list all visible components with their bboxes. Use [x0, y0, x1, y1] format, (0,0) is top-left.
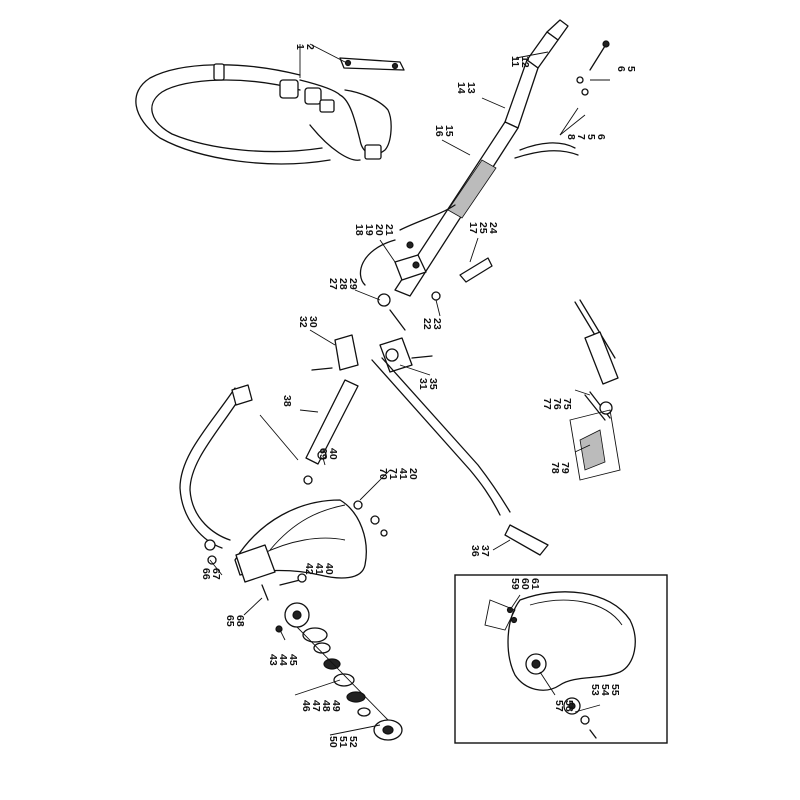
- label-79: 79: [559, 462, 571, 474]
- label-66: 66: [200, 568, 212, 580]
- part-number-labels: 1 2 11 12 6 5 14 13 16 15 8 7 5 6 18 19 …: [200, 44, 637, 748]
- label-2: 2: [304, 44, 316, 50]
- label-7: 7: [575, 134, 587, 140]
- label-23: 23: [431, 318, 443, 330]
- label-76: 76: [551, 398, 563, 410]
- label-20b: 20: [407, 468, 419, 480]
- clamp-assembly-lower: [311, 334, 433, 373]
- label-29: 29: [347, 278, 359, 290]
- label-30: 30: [307, 316, 319, 328]
- label-40b: 40: [323, 563, 335, 575]
- label-68: 68: [234, 615, 246, 627]
- label-5b: 5: [585, 134, 597, 140]
- label-44: 44: [277, 654, 289, 666]
- label-25: 25: [477, 222, 489, 234]
- label-22: 22: [421, 318, 433, 330]
- tool-kit: [569, 299, 621, 481]
- label-55: 55: [609, 684, 621, 696]
- label-14: 14: [455, 82, 467, 94]
- shoulder-harness: [135, 57, 405, 165]
- label-6b: 6: [595, 134, 607, 140]
- label-18: 18: [353, 224, 365, 236]
- label-67: 67: [210, 568, 222, 580]
- label-36: 36: [469, 545, 481, 557]
- label-11: 11: [509, 56, 521, 67]
- label-15: 15: [443, 125, 455, 137]
- main-tube-assembly: [359, 19, 610, 297]
- label-17: 17: [467, 222, 479, 234]
- label-60: 60: [519, 578, 531, 590]
- label-65: 65: [224, 615, 236, 627]
- label-19: 19: [363, 224, 375, 236]
- label-54: 54: [599, 684, 611, 696]
- label-45: 45: [287, 654, 299, 666]
- label-12: 12: [519, 56, 531, 68]
- label-37: 37: [479, 545, 491, 557]
- label-58: 58: [563, 700, 575, 712]
- label-41b: 41: [313, 563, 325, 575]
- label-27: 27: [327, 278, 339, 290]
- label-46: 46: [300, 700, 312, 712]
- label-50: 50: [327, 736, 339, 748]
- label-8: 8: [565, 134, 577, 140]
- label-13: 13: [465, 82, 477, 94]
- label-5a: 5: [625, 66, 637, 72]
- label-21: 21: [383, 224, 395, 236]
- loop-handle: [371, 357, 549, 556]
- label-53: 53: [589, 684, 601, 696]
- lower-shaft: [259, 379, 359, 465]
- label-61: 61: [529, 578, 541, 590]
- label-51: 51: [337, 736, 349, 748]
- label-78: 78: [549, 462, 561, 474]
- label-38: 38: [281, 395, 293, 407]
- label-49: 49: [330, 700, 342, 712]
- label-1: 1: [294, 44, 306, 50]
- label-40a: 40: [327, 448, 339, 460]
- label-43: 43: [267, 654, 279, 666]
- label-52: 52: [347, 736, 359, 748]
- label-69: 69: [317, 448, 329, 460]
- label-75: 75: [561, 398, 573, 410]
- inset-shield: [484, 591, 636, 739]
- label-59: 59: [509, 578, 521, 590]
- inset-frame: [454, 574, 668, 744]
- label-31: 31: [417, 378, 429, 390]
- label-57: 57: [553, 700, 565, 712]
- label-71: 71: [387, 468, 399, 480]
- label-48: 48: [320, 700, 332, 712]
- label-35: 35: [427, 378, 439, 390]
- label-41a: 41: [397, 468, 409, 480]
- clamp-assembly-upper: [377, 241, 493, 331]
- label-28: 28: [337, 278, 349, 290]
- label-47: 47: [310, 700, 322, 712]
- label-6a: 6: [615, 66, 627, 72]
- label-20a: 20: [373, 224, 385, 236]
- label-42: 42: [303, 563, 315, 575]
- label-32: 32: [297, 316, 309, 328]
- gear-head-assembly: [275, 602, 403, 741]
- label-24: 24: [487, 222, 499, 234]
- leader-lines: [209, 51, 610, 736]
- trimmer-guard-assembly: [179, 384, 388, 601]
- label-70: 70: [377, 468, 389, 480]
- label-16: 16: [433, 125, 445, 137]
- label-77: 77: [541, 398, 553, 410]
